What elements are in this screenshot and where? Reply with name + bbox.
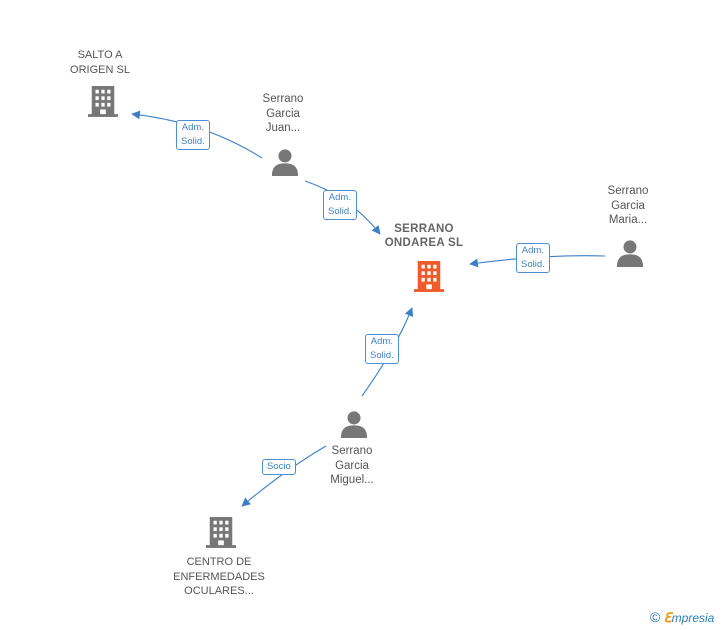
edge-label-line: Adm. bbox=[521, 245, 544, 256]
node-label-line: CENTRO DE bbox=[186, 556, 252, 568]
node-label-line: ENFERMEDADES bbox=[173, 570, 265, 583]
salto-node-label[interactable]: SALTO A ORIGEN SL bbox=[40, 48, 160, 77]
node-label-line: Serrano bbox=[331, 445, 373, 457]
edge-label-line: Solid. bbox=[181, 136, 205, 147]
node-label-line: Juan... bbox=[265, 122, 301, 134]
maria-person-icon[interactable] bbox=[616, 240, 644, 267]
node-label-line: Maria... bbox=[608, 214, 648, 226]
centro-node-label[interactable]: CENTRO DE ENFERMEDADES OCULARES... bbox=[149, 555, 289, 599]
main-building-icon[interactable] bbox=[414, 261, 444, 292]
node-label-line: ORIGEN SL bbox=[70, 63, 130, 76]
edge-label-juan-main[interactable]: Adm. Solid. bbox=[323, 190, 357, 220]
node-label-line: SALTO A bbox=[77, 49, 123, 61]
edge-label-line: Solid. bbox=[328, 206, 352, 217]
node-label-line: Serrano bbox=[607, 185, 649, 197]
edge-label-maria-main[interactable]: Adm. Solid. bbox=[516, 243, 550, 273]
edge-label-line: Adm. bbox=[328, 192, 351, 203]
main-node-label[interactable]: SERRANO ONDAREA SL bbox=[354, 222, 494, 250]
juan-person-icon[interactable] bbox=[271, 149, 299, 176]
node-label-line: Garcia bbox=[611, 199, 645, 212]
node-label-line: OCULARES... bbox=[184, 585, 254, 597]
node-label-line: Serrano bbox=[262, 93, 304, 105]
empresia-wordmark: mpresia bbox=[671, 611, 715, 625]
node-label-line: Garcia bbox=[335, 459, 369, 472]
edge-label-line: Socio bbox=[267, 461, 291, 472]
edge-label-line: Solid. bbox=[521, 259, 545, 270]
edge-label-line: Adm. bbox=[370, 336, 393, 347]
centro-building-icon[interactable] bbox=[206, 517, 236, 548]
salto-building-icon[interactable] bbox=[88, 86, 118, 117]
node-label-line: Garcia bbox=[266, 107, 300, 120]
edge-label-line: Adm. bbox=[181, 122, 204, 133]
node-label-line: ONDAREA SL bbox=[384, 237, 464, 249]
edge-label-miguel-main[interactable]: Adm. Solid. bbox=[365, 334, 399, 364]
copyright-icon: © bbox=[650, 609, 661, 625]
edge-label-miguel-centro[interactable]: Socio bbox=[262, 459, 296, 475]
empresia-initial: ℇ bbox=[663, 611, 672, 626]
miguel-person-icon[interactable] bbox=[340, 411, 368, 438]
node-label-line: SERRANO bbox=[394, 223, 454, 235]
node-label-line: Miguel... bbox=[330, 474, 374, 486]
edge-label-line: Solid. bbox=[370, 350, 394, 361]
edge-label-juan-salto[interactable]: Adm. Solid. bbox=[176, 120, 210, 150]
empresia-logo: © ℇmpresia bbox=[650, 609, 714, 626]
